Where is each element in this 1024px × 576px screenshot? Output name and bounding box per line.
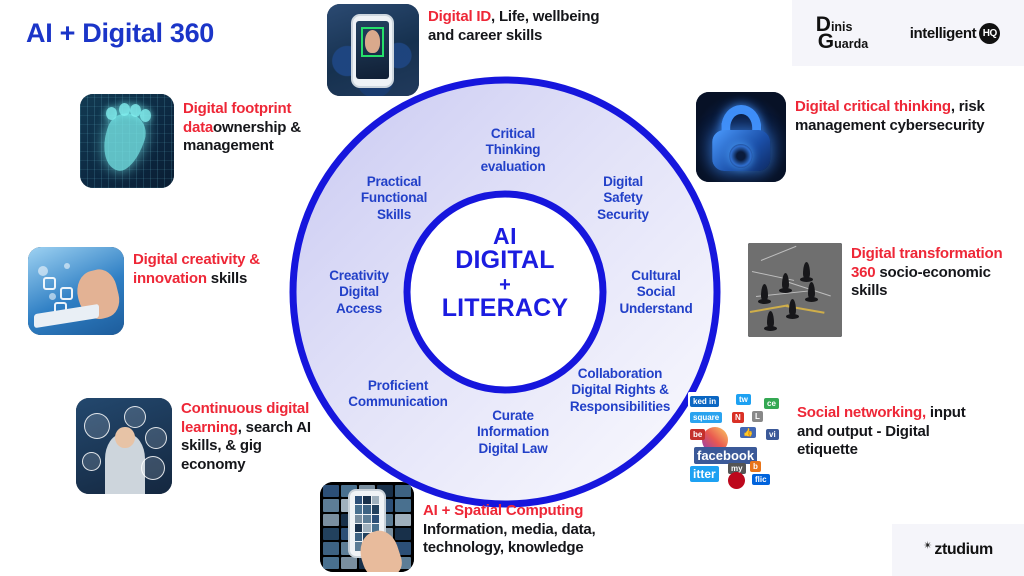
core-line-3: + bbox=[499, 273, 511, 296]
core-line-1: AI bbox=[493, 223, 517, 249]
callout-highlight: AI + Spatial Computing bbox=[423, 502, 584, 519]
ring-line: Thinking bbox=[485, 142, 541, 158]
callout-rest: , search AI skills, & gig economy bbox=[181, 418, 311, 473]
ring-line: Cultural bbox=[631, 268, 681, 283]
callout-social-networking: ked in tw ce square N L be 👍 vi facebook… bbox=[688, 392, 1008, 490]
ring-line: Skills bbox=[376, 206, 412, 222]
callout-digital-transformation: Digital transformation 360 socio-economi… bbox=[748, 243, 1024, 337]
page-title: AI + Digital 360 bbox=[26, 18, 215, 48]
intelligenthq-badge-icon: HQ bbox=[979, 22, 1001, 44]
ring-line: Safety bbox=[603, 190, 643, 206]
core-label: AI DIGITAL + LITERACY bbox=[405, 223, 605, 323]
callout-rest: , risk management cybersecurity bbox=[795, 98, 985, 134]
dg-uarda-text: uarda bbox=[834, 37, 869, 51]
padlock-cybersecurity-image bbox=[696, 92, 786, 182]
ring-label-cultural-social-understand: Cultural Social Understand bbox=[600, 268, 712, 317]
ring-line: Proficient bbox=[367, 378, 429, 393]
callout-rest: ownership & management bbox=[183, 118, 301, 155]
brand-logo-bar: D inis G uarda intelligent HQ bbox=[792, 0, 1024, 66]
callout-text: Digital creativity & innovation skills bbox=[133, 247, 280, 288]
ring-label-digital-safety: Digital Safety Security bbox=[575, 174, 671, 223]
ring-line: Information bbox=[476, 424, 550, 440]
callout-rest: , Life, wellbeing and career skills bbox=[428, 8, 600, 44]
ring-line: Creativity bbox=[329, 268, 389, 283]
ring-line: Digital Law bbox=[478, 440, 548, 456]
intelligenthq-word: intelligent bbox=[909, 24, 977, 42]
callout-text: AI + Spatial Computing Information, medi… bbox=[423, 482, 655, 558]
callout-text: Continuous digital learning, search AI s… bbox=[181, 398, 328, 474]
callout-highlight: Digital creativity & innovation bbox=[133, 251, 260, 287]
ring-line: Digital bbox=[603, 174, 643, 189]
dinis-guarda-logo: D inis G uarda bbox=[816, 12, 892, 54]
ring-line: Functional bbox=[360, 190, 428, 206]
ring-line: Curate bbox=[492, 408, 534, 423]
ring-label-proficient-communication: Proficient Communication bbox=[330, 378, 466, 411]
core-line-4: LITERACY bbox=[441, 294, 569, 323]
dg-inis-text: inis bbox=[830, 20, 853, 34]
ring-line: evaluation bbox=[480, 158, 546, 174]
callout-text: Digital ID, Life, wellbeing and career s… bbox=[428, 4, 624, 45]
callout-text: Digital critical thinking, risk manageme… bbox=[795, 92, 985, 135]
callout-highlight: Digital ID bbox=[428, 8, 492, 25]
callout-rest: input and output - Digital etiquette bbox=[797, 404, 966, 459]
dg-g-letter: G bbox=[817, 30, 835, 53]
ai-learning-person-image bbox=[76, 398, 172, 494]
ring-line: Digital Rights & bbox=[571, 382, 669, 398]
ztudium-word: ztudium bbox=[934, 541, 993, 558]
callout-digital-footprint: Digital footprint dataownership & manage… bbox=[80, 94, 330, 188]
callout-highlight: Digital transformation 360 bbox=[851, 245, 1003, 281]
tablet-creativity-image bbox=[28, 247, 124, 335]
ring-line: Understand bbox=[619, 300, 693, 316]
core-line-2: DIGITAL bbox=[455, 246, 555, 275]
ring-line: Collaboration bbox=[577, 366, 663, 381]
callout-ai-spatial-computing: AI + Spatial Computing Information, medi… bbox=[320, 482, 660, 572]
ring-line: Practical bbox=[366, 174, 422, 189]
ring-line: Access bbox=[335, 300, 383, 316]
callout-text: Digital footprint dataownership & manage… bbox=[183, 94, 329, 156]
social-media-logos-image: ked in tw ce square N L be 👍 vi facebook… bbox=[688, 392, 788, 490]
network-chess-pieces-image bbox=[748, 243, 842, 337]
callout-digital-id: Digital ID, Life, wellbeing and career s… bbox=[327, 4, 627, 96]
dg-d-letter: D bbox=[815, 13, 831, 36]
callout-continuous-digital-learning: Continuous digital learning, search AI s… bbox=[76, 398, 328, 494]
callout-rest: skills bbox=[206, 269, 248, 287]
inner-circle bbox=[403, 190, 607, 394]
intelligenthq-logo: intelligent HQ bbox=[909, 22, 1001, 44]
callout-highlight: Continuous digital learning bbox=[181, 400, 310, 436]
callout-rest: Information, media, data, technology, kn… bbox=[423, 520, 596, 557]
ring-label-collaboration-digital-rights: Collaboration Digital Rights & Responsib… bbox=[553, 366, 687, 415]
ring-line: Social bbox=[636, 284, 676, 300]
media-wall-phone-image bbox=[320, 482, 414, 572]
ztudium-logo: ✴ ztudium bbox=[892, 524, 1024, 576]
ring-line: Responsibilities bbox=[569, 398, 671, 414]
ring-label-curate-information: Curate Information Digital Law bbox=[452, 408, 574, 457]
ring-line: Digital bbox=[339, 284, 379, 300]
callout-text: Social networking, input and output - Di… bbox=[797, 392, 987, 460]
ring-label-creativity-digital-access: Creativity Digital Access bbox=[303, 268, 415, 317]
callout-highlight: Digital footprint data bbox=[183, 100, 292, 136]
facial-recognition-phone-image bbox=[327, 4, 419, 96]
callout-digital-critical-thinking: Digital critical thinking, risk manageme… bbox=[696, 92, 996, 182]
ring-line: Critical bbox=[490, 126, 536, 141]
callout-digital-creativity: Digital creativity & innovation skills bbox=[28, 247, 280, 335]
ring-label-practical-functional-skills: Practical Functional Skills bbox=[336, 174, 452, 223]
ring-label-critical-thinking: Critical Thinking evaluation bbox=[452, 126, 574, 175]
callout-highlight: Social networking, bbox=[797, 404, 926, 421]
callout-highlight: Digital critical thinking bbox=[795, 98, 951, 115]
ztudium-star-icon: ✴ bbox=[923, 539, 933, 552]
digital-footprint-image bbox=[80, 94, 174, 188]
ring-line: Security bbox=[597, 206, 649, 222]
ring-line: Communication bbox=[348, 394, 448, 410]
callout-text: Digital transformation 360 socio-economi… bbox=[851, 243, 1019, 301]
callout-rest: socio-economic skills bbox=[851, 263, 991, 300]
